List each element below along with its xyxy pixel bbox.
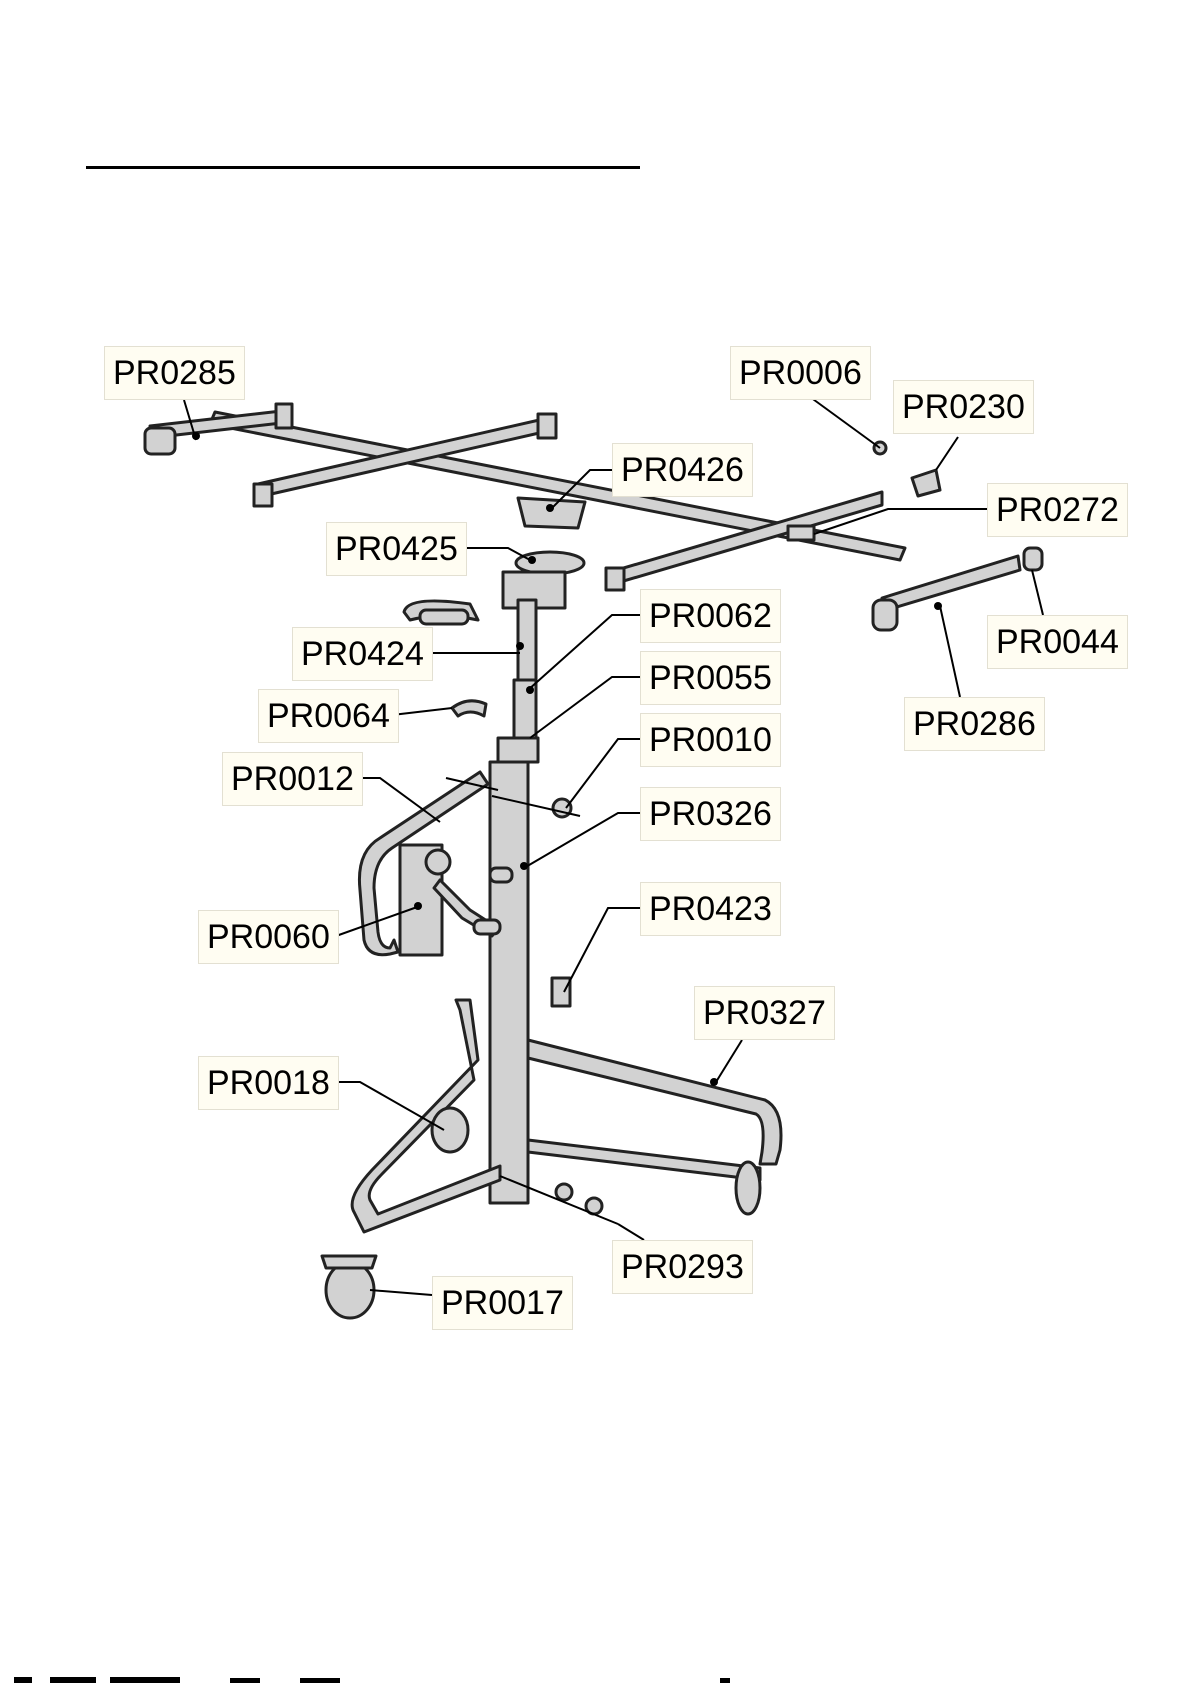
right-arm-end-left xyxy=(606,568,624,590)
dot-pr0326 xyxy=(520,862,528,870)
label-pr0055: PR0055 xyxy=(640,651,781,705)
footer-scan-artifacts xyxy=(0,1674,1192,1685)
back-arm-end-right xyxy=(538,414,556,438)
label-pr0230: PR0230 xyxy=(893,380,1034,434)
caster-wheel xyxy=(326,1262,374,1318)
label-pr0017: PR0017 xyxy=(432,1276,573,1330)
winch-drum xyxy=(426,850,450,874)
label-pr0018: PR0018 xyxy=(198,1056,339,1110)
front-wheel xyxy=(736,1162,760,1214)
rear-frame xyxy=(352,1000,500,1232)
leader-pr0293 xyxy=(618,1224,644,1240)
pr0230-bracket xyxy=(912,470,940,496)
leader-pr0062 xyxy=(528,615,640,690)
main-mast xyxy=(490,762,528,1203)
left-arm-end-cap xyxy=(145,428,175,454)
pr0272-clamp xyxy=(788,526,814,540)
leader-pr0006 xyxy=(806,394,880,448)
rear-wheel xyxy=(432,1108,468,1152)
leader-pr0423 xyxy=(564,908,640,992)
label-pr0064: PR0064 xyxy=(258,689,399,743)
leader-pr0010 xyxy=(566,739,640,808)
handle-grip xyxy=(420,610,468,624)
label-pr0010: PR0010 xyxy=(640,713,781,767)
leader-pr0327 xyxy=(716,1040,742,1082)
dot-pr0285 xyxy=(192,432,200,440)
dot-pr0327 xyxy=(710,1078,718,1086)
pr0423-latch xyxy=(552,978,570,1006)
mast-collar xyxy=(498,738,538,762)
dot-pr0286 xyxy=(934,602,942,610)
dot-pr0062 xyxy=(526,686,534,694)
leader-pr0064 xyxy=(392,708,452,715)
center-saddle xyxy=(518,498,585,528)
left-arm-end-cap-2 xyxy=(276,404,292,428)
label-pr0285: PR0285 xyxy=(104,346,245,400)
label-pr0062: PR0062 xyxy=(640,589,781,643)
back-arm-end-left xyxy=(254,484,272,506)
label-pr0426: PR0426 xyxy=(612,443,753,497)
label-pr0060: PR0060 xyxy=(198,910,339,964)
label-pr0424: PR0424 xyxy=(292,627,433,681)
label-pr0293: PR0293 xyxy=(612,1240,753,1294)
label-pr0272: PR0272 xyxy=(987,483,1128,537)
leader-pr0286 xyxy=(940,606,960,697)
label-pr0006: PR0006 xyxy=(730,346,871,400)
label-pr0423: PR0423 xyxy=(640,882,781,936)
dot-pr0425 xyxy=(528,556,536,564)
leader-pr0326 xyxy=(524,813,640,868)
leader-pr0055 xyxy=(530,677,640,738)
winch-side-peg-2 xyxy=(474,920,500,934)
label-pr0326: PR0326 xyxy=(640,787,781,841)
dot-pr0060 xyxy=(414,902,422,910)
pr0064-clip xyxy=(452,701,486,716)
winch-side-peg xyxy=(490,868,512,882)
label-pr0044: PR0044 xyxy=(987,615,1128,669)
leader-pr0230 xyxy=(936,437,958,470)
label-pr0012: PR0012 xyxy=(222,752,363,806)
label-pr0286: PR0286 xyxy=(904,697,1045,751)
pr0044-cap xyxy=(1024,548,1042,570)
pr0293-spacer-1 xyxy=(556,1184,572,1200)
inner-mast-upper xyxy=(518,600,536,680)
extension-arm-cap xyxy=(873,600,897,630)
label-pr0327: PR0327 xyxy=(694,986,835,1040)
dot-pr0424 xyxy=(516,642,524,650)
extension-arm xyxy=(880,556,1020,612)
front-base-lower xyxy=(528,1140,760,1180)
caster-bracket xyxy=(322,1256,376,1268)
leader-pr0044 xyxy=(1032,570,1043,615)
leader-pr0017 xyxy=(370,1290,432,1295)
label-pr0425: PR0425 xyxy=(326,522,467,576)
dot-pr0426 xyxy=(546,504,554,512)
